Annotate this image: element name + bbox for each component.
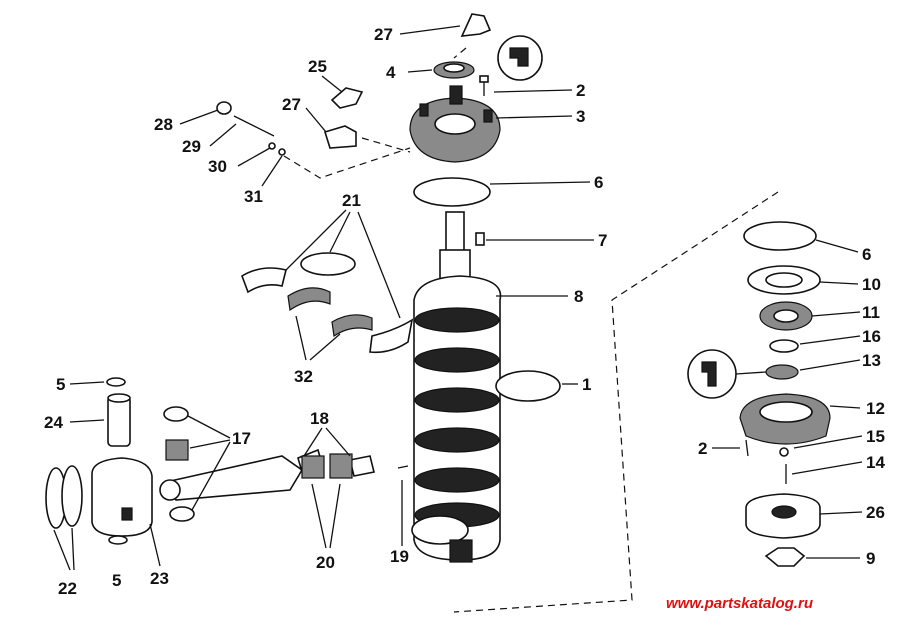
roller-bearing-32-lower bbox=[331, 314, 373, 338]
callout-4-top: 4 bbox=[386, 63, 396, 82]
callout-2-right: 2 bbox=[698, 439, 707, 458]
callout-5-top: 5 bbox=[56, 375, 65, 394]
bearing-race-21-left bbox=[241, 267, 287, 294]
ball-bearing-11 bbox=[759, 301, 813, 331]
seal-installation-icon bbox=[497, 35, 543, 81]
callout-21: 21 bbox=[342, 191, 361, 210]
flywheel-hub-26 bbox=[745, 493, 821, 539]
upper-bearing-housing-3 bbox=[409, 85, 501, 163]
crankshaft-8 bbox=[411, 211, 502, 563]
callout-18: 18 bbox=[310, 409, 329, 428]
piston-pin-24 bbox=[107, 393, 131, 447]
callout-11: 11 bbox=[862, 303, 880, 322]
callout-24: 24 bbox=[44, 413, 63, 432]
callout-9: 9 bbox=[866, 549, 875, 568]
screw-2-right bbox=[745, 439, 749, 457]
callout-1: 1 bbox=[582, 375, 591, 394]
connecting-rod bbox=[159, 455, 304, 501]
retainer-5-top bbox=[106, 377, 126, 387]
callout-15: 15 bbox=[866, 427, 885, 446]
callout-29: 29 bbox=[182, 137, 201, 156]
callout-30: 30 bbox=[208, 157, 227, 176]
callout-3: 3 bbox=[576, 107, 585, 126]
callout-19: 19 bbox=[390, 547, 409, 566]
stud-29 bbox=[233, 115, 275, 137]
bracket-27-top bbox=[460, 13, 492, 37]
watermark-text: www.partskatalog.ru bbox=[666, 595, 813, 612]
screw-2-top bbox=[479, 75, 489, 96]
clip-25 bbox=[330, 87, 364, 109]
callout-31: 31 bbox=[244, 187, 263, 206]
callout-22: 22 bbox=[58, 579, 77, 598]
callout-14: 14 bbox=[866, 453, 885, 472]
screw-19 bbox=[397, 465, 409, 469]
retainer-5-bottom bbox=[108, 535, 128, 545]
nut-31 bbox=[278, 148, 286, 156]
retainer-plate-10 bbox=[747, 265, 821, 295]
piston-rings-22 bbox=[45, 465, 83, 529]
leader-lines bbox=[53, 25, 863, 571]
callout-17: 17 bbox=[232, 429, 251, 448]
callout-13: 13 bbox=[862, 351, 881, 370]
seal-ring-1 bbox=[495, 370, 561, 402]
callout-7: 7 bbox=[598, 231, 607, 250]
assembly-line-bracket bbox=[361, 137, 411, 153]
callout-20: 20 bbox=[316, 553, 335, 572]
assembly-line-seal bbox=[453, 47, 467, 59]
assembly-line-lower bbox=[453, 191, 779, 613]
bracket-27-left bbox=[323, 125, 357, 149]
retaining-ring-21 bbox=[300, 252, 356, 276]
needle-bearing-17 bbox=[163, 406, 195, 522]
bearing-race-21-right bbox=[369, 318, 414, 354]
nut-9 bbox=[764, 547, 806, 567]
callout-6-top: 6 bbox=[594, 173, 603, 192]
piston-23 bbox=[91, 457, 153, 537]
callout-32: 32 bbox=[294, 367, 313, 386]
callout-28: 28 bbox=[154, 115, 173, 134]
callout-10: 10 bbox=[862, 275, 881, 294]
roller-bearing-32-upper bbox=[287, 287, 331, 312]
o-ring-6-right bbox=[743, 221, 817, 251]
callout-2-top: 2 bbox=[576, 81, 585, 100]
assembly-line-upper bbox=[283, 147, 411, 179]
seal-tool-icon bbox=[687, 349, 767, 399]
callout-6-right: 6 bbox=[862, 245, 871, 264]
callout-26: 26 bbox=[866, 503, 885, 522]
callout-5-bottom: 5 bbox=[112, 571, 121, 590]
callout-8: 8 bbox=[574, 287, 583, 306]
washer-30 bbox=[268, 142, 276, 150]
oil-seal-4 bbox=[433, 61, 475, 79]
callout-27-top: 27 bbox=[374, 25, 393, 44]
callout-25: 25 bbox=[308, 57, 327, 76]
washer-15 bbox=[779, 447, 789, 457]
spacer-28 bbox=[216, 101, 232, 115]
rod-bearing-20 bbox=[301, 453, 353, 479]
key-7 bbox=[475, 232, 485, 246]
o-ring-6-top bbox=[413, 177, 491, 207]
callout-12: 12 bbox=[866, 399, 885, 418]
callout-16: 16 bbox=[862, 327, 881, 346]
retaining-ring-16 bbox=[769, 339, 799, 353]
callout-23: 23 bbox=[150, 569, 169, 588]
callout-27-left: 27 bbox=[282, 95, 301, 114]
lower-bearing-housing-12 bbox=[739, 393, 831, 445]
seal-13 bbox=[765, 364, 799, 380]
